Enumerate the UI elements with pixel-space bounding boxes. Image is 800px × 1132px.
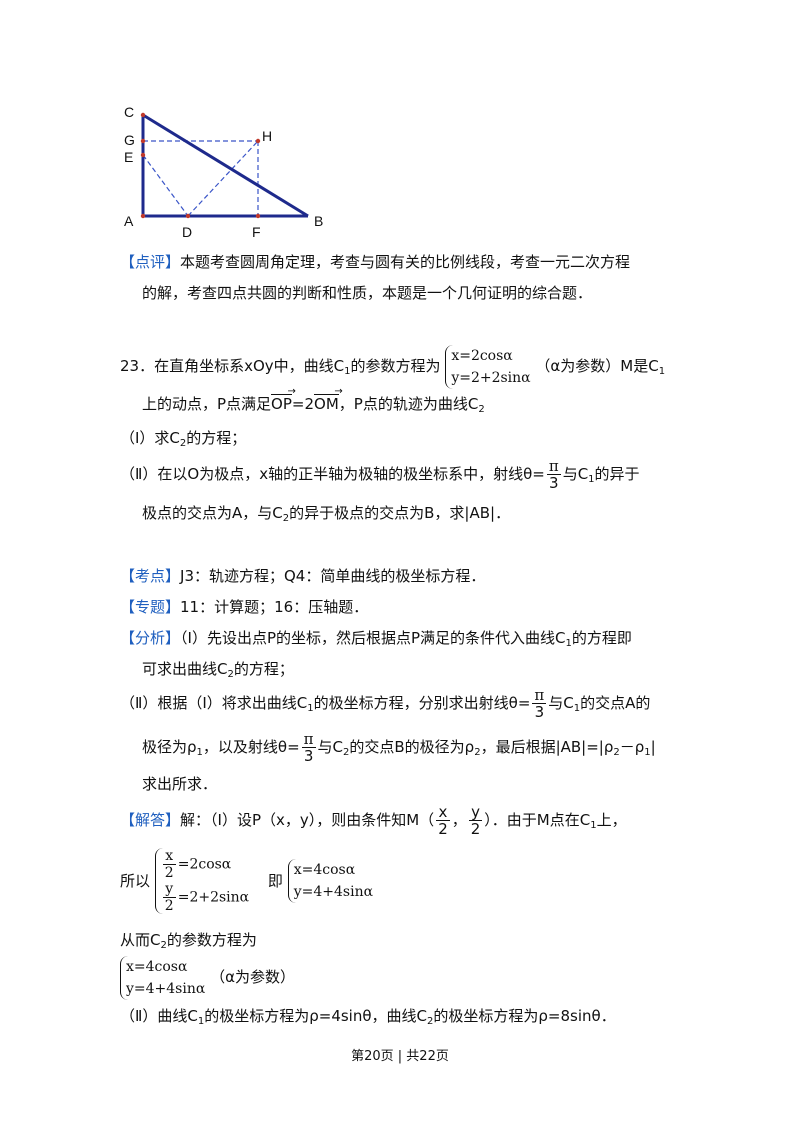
fenxi-line-2: 可求出曲线C2的方程；	[142, 660, 294, 680]
jieda-line-3: 从而C2的参数方程为	[120, 931, 257, 951]
fenxi-line-1: 【分析】（Ⅰ）先设出点P的坐标，然后根据点P满足的条件代入曲线C1的方程即	[120, 629, 632, 649]
label-e: E	[124, 149, 133, 165]
label-c: C	[124, 104, 134, 120]
review-line-1: 【点评】本题考查圆周角定理，考查与圆有关的比例线段，考查一元二次方程	[120, 252, 630, 272]
zhuanti-line: 【专题】11：计算题；16：压轴题．	[120, 598, 369, 616]
point-f	[255, 213, 261, 219]
review-text-1: 本题考查圆周角定理，考查与圆有关的比例线段，考查一元二次方程	[180, 253, 631, 271]
q23-part-1: （Ⅰ）求C2的方程；	[120, 429, 247, 449]
fenxi-line-5: 求出所求．	[142, 775, 218, 793]
label-a: A	[124, 213, 134, 229]
page-footer: 第20页 | 共22页	[351, 1049, 449, 1064]
label-b: B	[314, 213, 323, 229]
label-f: F	[252, 224, 261, 240]
q23-line-2: 上的动点，P点满足OP=2OM，P点的轨迹为曲线C2	[142, 394, 485, 415]
point-a	[140, 213, 146, 219]
kaodian-line: 【考点】J3：轨迹方程；Q4：简单曲线的极坐标方程．	[120, 567, 486, 585]
jieda-line-5: （Ⅱ）曲线C1的极坐标方程为ρ=4sinθ，曲线C2的极坐标方程为ρ=8sinθ…	[120, 1007, 616, 1027]
vector-om: OM	[314, 394, 339, 413]
label-h: H	[262, 128, 272, 144]
vector-op: OP	[271, 394, 292, 413]
dashed-d-h	[187, 140, 259, 217]
label-d: D	[182, 224, 192, 240]
point-g	[140, 138, 146, 144]
review-tag: 【点评】	[120, 253, 181, 271]
review-line-2: 的解，考查四点共圆的判断和性质，本题是一个几何证明的综合题．	[142, 284, 593, 302]
label-g: G	[124, 132, 135, 148]
side-cb	[142, 113, 309, 218]
point-d	[185, 213, 191, 219]
point-c	[140, 112, 146, 118]
point-h	[255, 138, 261, 144]
q23-part-2-line-2: 极点的交点为A，与C2的异于极点的交点为B，求|AB|．	[142, 504, 511, 524]
geometry-diagram: C G E A H D F B	[124, 104, 323, 240]
point-e	[140, 152, 146, 158]
q23-number: 23．	[120, 357, 155, 375]
dashed-e-d	[142, 154, 189, 217]
